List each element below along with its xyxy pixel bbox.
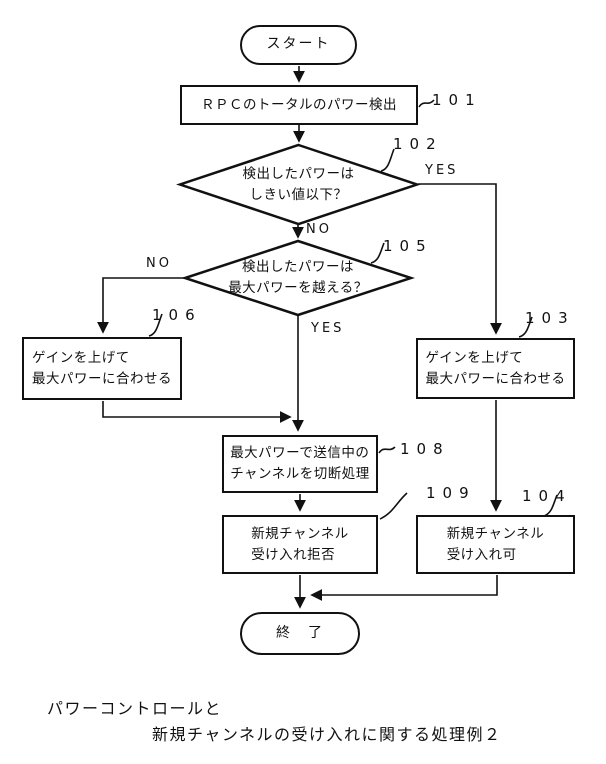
ref-label-101: 101 [432,91,482,109]
leader-106 [148,313,163,337]
process-box-108: 最大パワーで送信中の チャンネルを切断処理 [222,435,378,493]
end-terminal-label: 終 了 [276,624,324,641]
leader-105 [370,242,385,264]
leader-102 [380,148,395,172]
process-box-103: ゲインを上げて 最大パワーに合わせる [416,338,575,399]
decision-diamond-102 [176,143,421,226]
ref-label-105: 105 [383,237,433,255]
process-box-101: ＲＰＣのトータルのパワー検出 [180,85,418,125]
leader-101 [418,99,435,108]
leader-108 [378,446,396,454]
ref-label-104: 104 [522,487,572,505]
process-box-109-text: 新規チャンネル 受け入れ拒否 [251,525,349,563]
decision-102: 検出したパワーは しきい値以下？ [179,145,418,224]
figure-caption-line-1: パワーコントロールと [47,699,223,718]
ref-label-103: 103 [525,309,575,327]
connector-102-yes-to-103 [418,183,502,335]
process-box-103-text: ゲインを上げて 最大パワーに合わせる [425,349,566,387]
process-box-106: ゲインを上げて 最大パワーに合わせる [22,337,182,400]
ref-label-106: 106 [152,306,202,324]
connector-105-no-to-106 [97,277,184,334]
ref-label-102: 102 [393,135,443,153]
start-terminal-label: スタート [266,36,331,53]
branch-label-yes-102: YES [425,163,459,178]
leader-109 [379,492,408,520]
decision-102-text: 検出したパワーは しきい値以下？ [242,165,355,203]
connector-104-merge [310,575,498,601]
process-box-104: 新規チャンネル 受け入れ可 [416,515,575,574]
decision-105-text: 検出したパワーは 最大パワーを越える？ [228,259,368,296]
start-terminal: スタート [240,25,357,65]
ref-label-108: 108 [400,440,450,458]
end-terminal: 終 了 [240,612,360,655]
decision-105: 検出したパワーは 最大パワーを越える？ [185,241,411,315]
leader-103 [518,316,533,338]
ref-label-109: 109 [426,484,476,502]
branch-label-no-105: NO [146,256,172,271]
branch-label-no-102: NO [306,222,332,237]
process-box-106-text: ゲインを上げて 最大パワーに合わせる [32,349,172,387]
branch-label-yes-105: YES [311,321,345,336]
decision-diamond-105 [180,239,416,317]
process-box-101-text: ＲＰＣのトータルのパワー検出 [201,96,397,113]
process-box-104-text: 新規チャンネル 受け入れ可 [446,525,545,563]
figure-caption-line-2: 新規チャンネルの受け入れに関する処理例２ [152,725,502,744]
process-box-109: 新規チャンネル 受け入れ拒否 [222,515,378,574]
connector-106-merge [102,401,292,423]
process-box-108-text: 最大パワーで送信中の チャンネルを切断処理 [230,445,370,482]
